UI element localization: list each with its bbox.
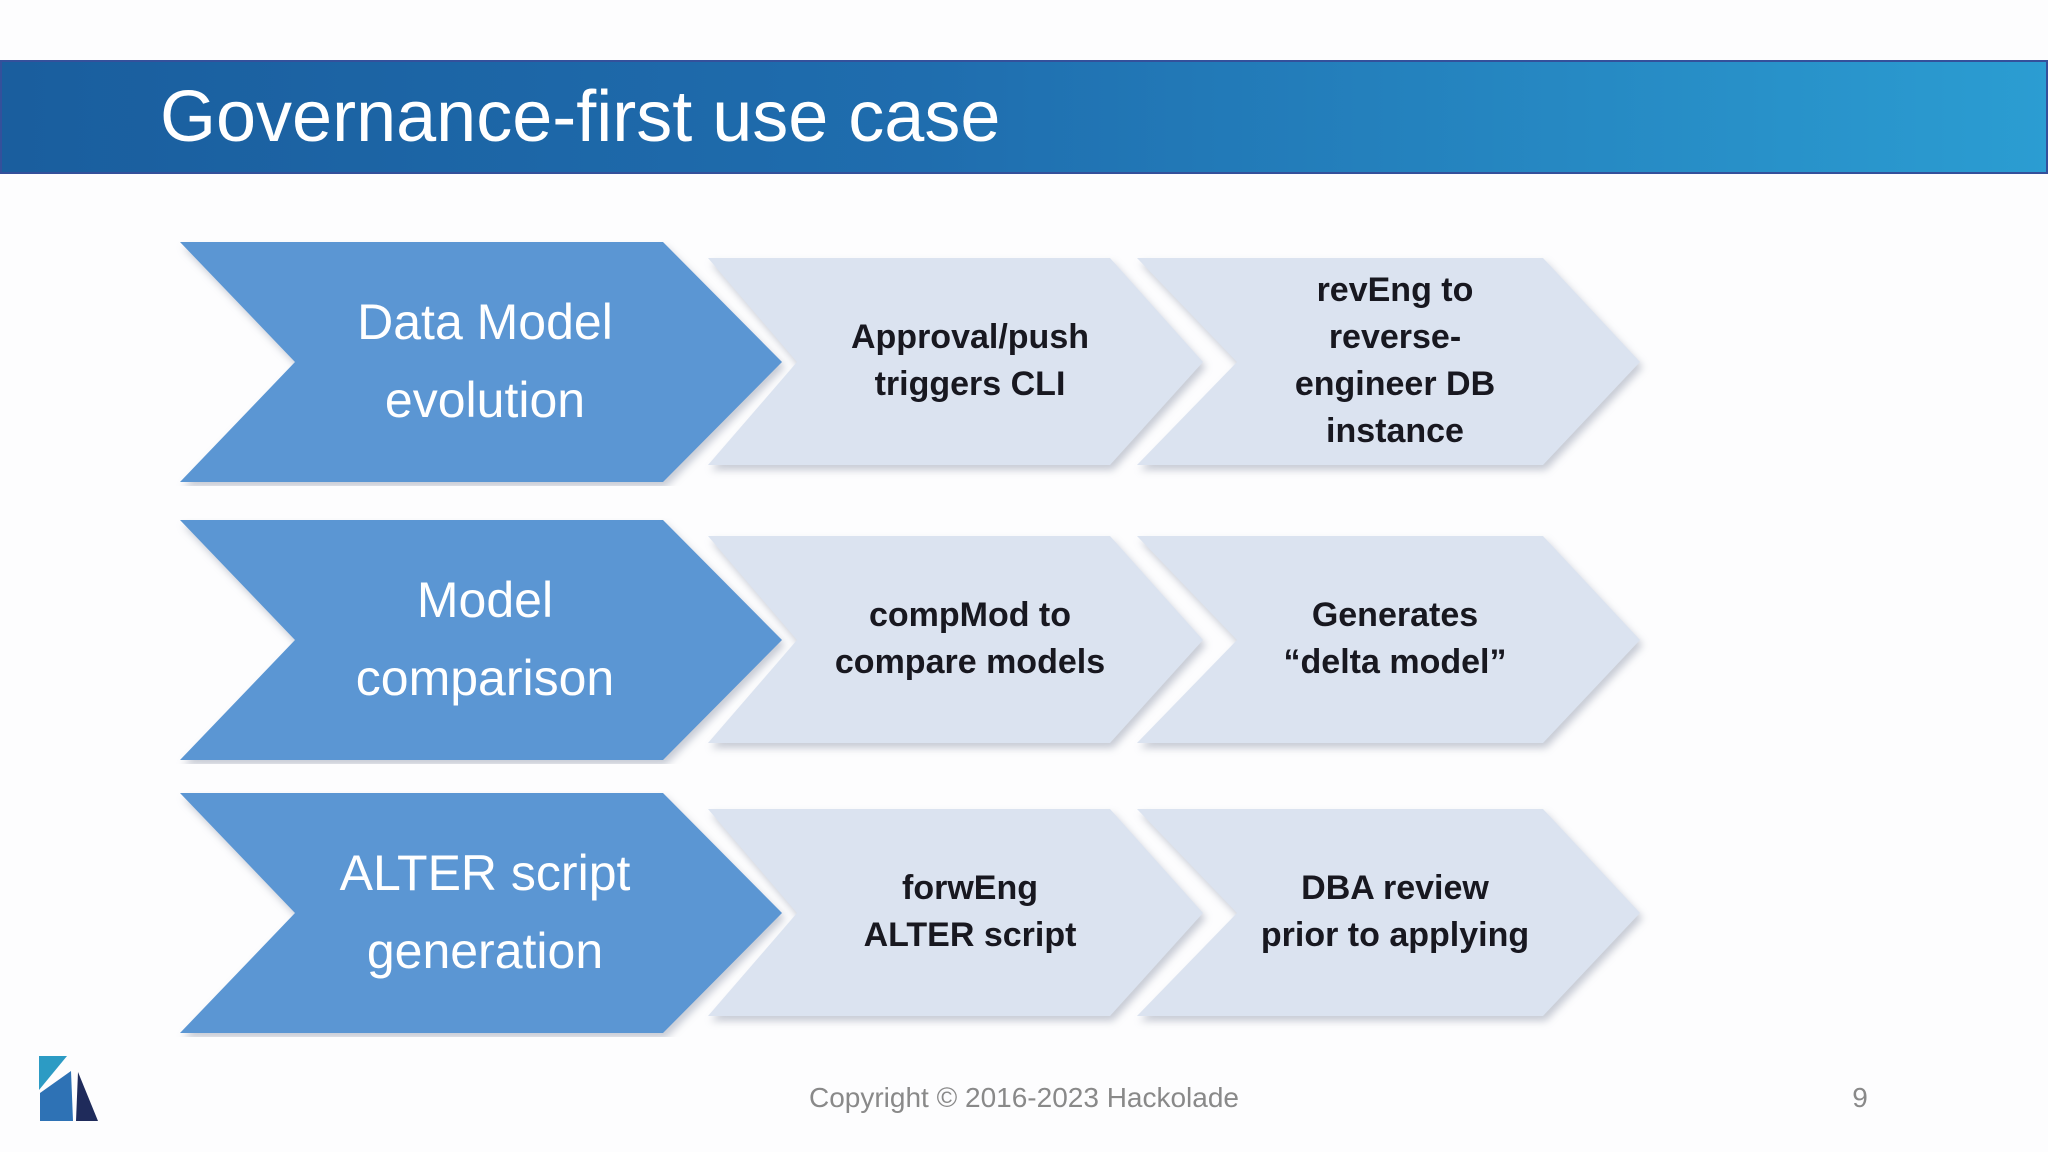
slide-title: Governance-first use case xyxy=(160,77,1001,157)
primary-arrow-shape xyxy=(180,242,782,482)
step-chevron-shape xyxy=(1137,258,1640,465)
step-chevron-shape xyxy=(1137,536,1640,743)
primary-arrow-shape xyxy=(180,520,782,760)
process-row-2: Model comparison compMod to compare mode… xyxy=(170,518,1660,764)
primary-step-label: ALTER script generation xyxy=(339,845,631,979)
page-number: 9 xyxy=(1852,1082,1868,1113)
process-row-1: Data Model evolution Approval/push trigg… xyxy=(170,240,1660,486)
primary-arrow-shape xyxy=(180,793,782,1033)
primary-step-label: Model comparison xyxy=(355,572,615,706)
step-chevron-shape xyxy=(1137,809,1640,1016)
sub-step-label: Generates “delta model” xyxy=(1283,596,1507,681)
step-chevron-shape xyxy=(708,258,1203,465)
sub-step-label: revEng to reverse- engineer DB instance xyxy=(1294,271,1496,450)
title-banner: Governance-first use case xyxy=(0,60,2048,174)
process-row-3: ALTER script generation forwEng ALTER sc… xyxy=(170,791,1660,1037)
step-chevron-shape xyxy=(708,809,1203,1016)
sub-step-label: DBA review prior to applying xyxy=(1260,869,1530,954)
primary-step-label: Data Model evolution xyxy=(357,294,613,428)
step-chevron-shape xyxy=(708,536,1203,743)
logo-teal-triangle xyxy=(39,1056,67,1090)
footer-copyright: Copyright © 2016-2023 Hackolade xyxy=(808,1082,1239,1113)
process-row-2-shapes xyxy=(180,520,1640,760)
logo-blue-shape xyxy=(40,1071,73,1121)
logo-navy-triangle xyxy=(76,1072,98,1121)
sub-step-label: forwEng ALTER script xyxy=(863,869,1077,954)
hackolade-logo xyxy=(39,1056,98,1121)
process-row-1-shapes xyxy=(180,242,1640,482)
sub-step-label: compMod to compare models xyxy=(834,596,1106,681)
process-row-3-shapes xyxy=(180,793,1640,1033)
sub-step-label: Approval/push triggers CLI xyxy=(850,318,1090,403)
